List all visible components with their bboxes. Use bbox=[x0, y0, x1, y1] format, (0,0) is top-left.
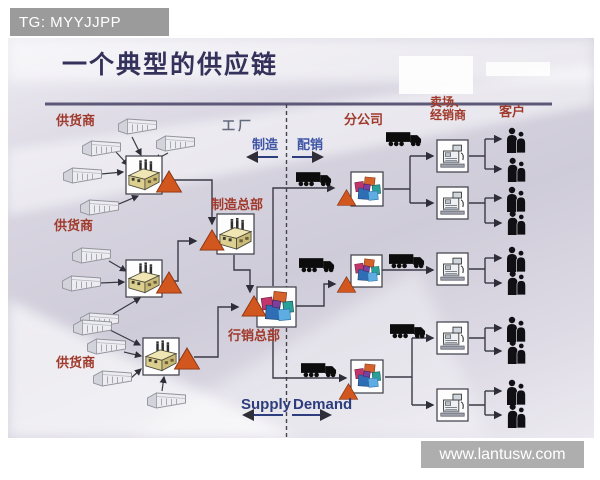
dealers-label-line1: 卖场、 bbox=[430, 95, 467, 109]
customers-icon bbox=[506, 246, 526, 272]
customers-icon bbox=[507, 339, 526, 364]
customers-icon bbox=[507, 270, 526, 295]
customers-icon bbox=[506, 186, 526, 212]
customer-column-label: 客户 bbox=[499, 104, 526, 119]
supplier-label-3: 供货商 bbox=[56, 355, 96, 370]
truck-icon bbox=[299, 258, 335, 273]
branch-company-label: 分公司 bbox=[344, 112, 384, 127]
warehouse-icon bbox=[71, 247, 112, 264]
flow-direction-arrows bbox=[242, 151, 332, 421]
warehouse-icon bbox=[155, 135, 196, 152]
slide-title: 一个典型的供应链 bbox=[62, 51, 279, 79]
warehouse-icon bbox=[72, 319, 113, 336]
supplier-label-1: 供货商 bbox=[56, 113, 96, 128]
manufacturing-flow-label: 制造 bbox=[252, 137, 279, 152]
warehouse-icon bbox=[92, 370, 133, 387]
warehouse-icon bbox=[62, 167, 103, 184]
truck-icon bbox=[390, 324, 426, 339]
telegram-watermark-banner: TG: MYYJJPP bbox=[10, 8, 169, 36]
supplier-label-2: 供货商 bbox=[54, 218, 94, 233]
customers-icon bbox=[507, 210, 526, 235]
warehouse-icon bbox=[61, 275, 102, 292]
marketing-hq-label: 行销总部 bbox=[228, 328, 281, 343]
erased-watermark-blob-1 bbox=[399, 56, 473, 94]
warehouse-icon bbox=[146, 392, 187, 409]
warehouse-icon bbox=[117, 118, 158, 135]
dealers-label-line2: 经销商 bbox=[430, 108, 467, 122]
customers-icon bbox=[506, 127, 526, 153]
website-watermark-banner: www.lantusw.com bbox=[421, 441, 584, 468]
warehouse-icon bbox=[79, 199, 120, 216]
dealers-label: 卖场、 经销商 bbox=[430, 96, 466, 122]
manufacturing-hq-label: 制造总部 bbox=[211, 197, 264, 212]
connector-lines bbox=[172, 134, 503, 420]
customer-groups bbox=[506, 127, 526, 428]
truck-icon bbox=[296, 172, 332, 187]
customers-icon bbox=[507, 403, 526, 428]
customers-icon bbox=[506, 316, 526, 342]
factory-column-label: 工厂 bbox=[222, 118, 255, 133]
distribution-flow-label: 配销 bbox=[297, 137, 324, 152]
truck-icon bbox=[301, 363, 337, 378]
truck-icon bbox=[389, 254, 425, 269]
customers-icon bbox=[507, 157, 526, 182]
truck-icon bbox=[386, 132, 422, 147]
customers-icon bbox=[506, 379, 526, 405]
swoosh-band-3 bbox=[128, 268, 488, 438]
supply-label: Supply bbox=[241, 396, 292, 413]
warehouse-icon bbox=[86, 338, 127, 355]
warehouse-icon bbox=[81, 140, 122, 157]
demand-label: Demand bbox=[293, 396, 353, 413]
erased-watermark-blob-2 bbox=[486, 62, 550, 76]
